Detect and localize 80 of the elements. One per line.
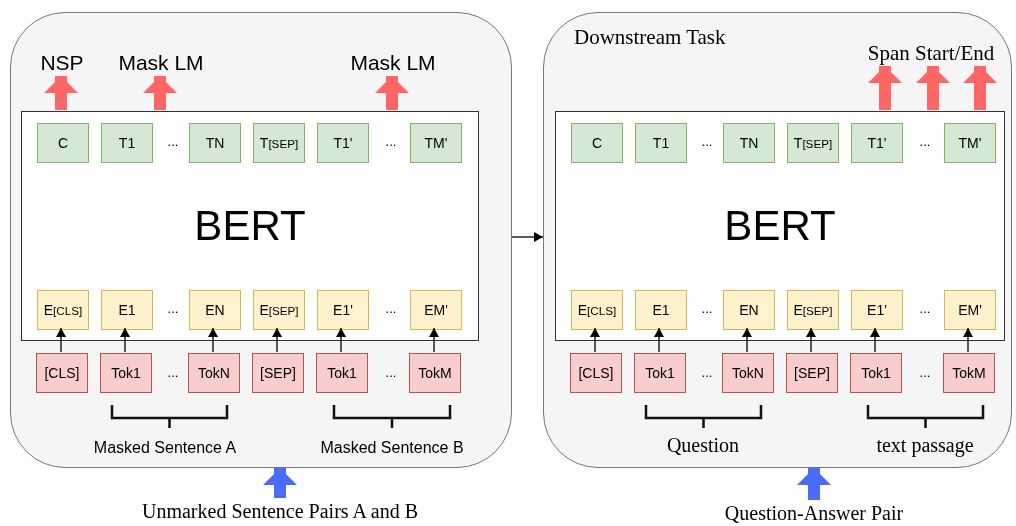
output-token-box: TN <box>723 123 775 163</box>
arrow <box>208 327 218 353</box>
block-arrow <box>44 76 78 110</box>
ellipsis: ... <box>167 133 179 149</box>
block-arrow <box>916 66 950 110</box>
arrow <box>56 327 66 353</box>
ellipsis: ... <box>919 364 931 380</box>
embedding-box: EN <box>723 290 775 330</box>
ellipsis: ... <box>919 300 931 316</box>
embedding-box: EM' <box>944 290 996 330</box>
ellipsis: ... <box>385 364 397 380</box>
output-token-box: T1 <box>101 123 153 163</box>
embedding-box: E1' <box>851 290 903 330</box>
input-token-box: TokN <box>188 353 240 393</box>
ellipsis: ... <box>167 300 179 316</box>
model-box <box>555 111 1005 341</box>
input-token-box: TokM <box>943 353 995 393</box>
ellipsis: ... <box>919 133 931 149</box>
arrow <box>590 327 600 353</box>
embedding-box: EM' <box>410 290 462 330</box>
output-token-box: C <box>37 123 89 163</box>
block-arrow <box>963 66 997 110</box>
input-token-box: TokM <box>409 353 461 393</box>
ellipsis: ... <box>167 364 179 380</box>
arrow <box>511 232 544 242</box>
arrow <box>429 327 439 353</box>
model-label: BERT <box>724 202 836 250</box>
panel-title: Downstream Task <box>574 25 726 50</box>
block-arrow <box>797 468 831 500</box>
output-token-box: T1 <box>635 123 687 163</box>
embedding-box: E1 <box>635 290 687 330</box>
ellipsis: ... <box>701 300 713 316</box>
input-token-box: [SEP] <box>252 353 304 393</box>
ellipsis: ... <box>385 300 397 316</box>
output-token-box: TM' <box>410 123 462 163</box>
output-token-box: C <box>571 123 623 163</box>
arrow <box>742 327 752 353</box>
input-token-box: [CLS] <box>570 353 622 393</box>
embedding-box: E1' <box>317 290 369 330</box>
bracket-label: Masked Sentence A <box>93 439 237 457</box>
input-token-box: Tok1 <box>634 353 686 393</box>
input-caption: Question-Answer Pair <box>700 500 928 526</box>
input-token-box: Tok1 <box>316 353 368 393</box>
output-token-box: T1' <box>317 123 369 163</box>
ellipsis: ... <box>701 364 713 380</box>
output-token-box: T1' <box>851 123 903 163</box>
output-token-box: TM' <box>944 123 996 163</box>
block-arrow <box>375 76 409 110</box>
embedding-box: EN <box>189 290 241 330</box>
model-box <box>21 111 479 341</box>
model-label: BERT <box>194 202 306 250</box>
input-caption: Unmarked Sentence Pairs A and B <box>110 498 450 524</box>
embedding-box: E1 <box>101 290 153 330</box>
input-token-box: TokN <box>722 353 774 393</box>
arrow <box>870 327 880 353</box>
arrow <box>272 327 282 353</box>
bracket-label: text passage <box>876 433 974 457</box>
bracket-label: Question <box>666 433 740 457</box>
arrow <box>336 327 346 353</box>
input-token-box: [CLS] <box>36 353 88 393</box>
output-label: Span Start/End <box>853 39 1009 67</box>
input-token-box: [SEP] <box>786 353 838 393</box>
arrow <box>654 327 664 353</box>
block-arrow <box>263 468 297 498</box>
stage-panel <box>543 12 1012 468</box>
arrow <box>120 327 130 353</box>
ellipsis: ... <box>385 133 397 149</box>
output-label: Mask LM <box>116 49 206 77</box>
block-arrow <box>868 66 902 110</box>
bracket-label: Masked Sentence B <box>320 439 464 457</box>
arrow <box>963 327 973 353</box>
output-label: Mask LM <box>346 49 440 77</box>
output-label: NSP <box>36 49 88 77</box>
input-token-box: Tok1 <box>850 353 902 393</box>
ellipsis: ... <box>701 133 713 149</box>
stage-panel <box>10 12 512 468</box>
arrow <box>806 327 816 353</box>
input-token-box: Tok1 <box>100 353 152 393</box>
block-arrow <box>143 76 177 110</box>
output-token-box: TN <box>189 123 241 163</box>
